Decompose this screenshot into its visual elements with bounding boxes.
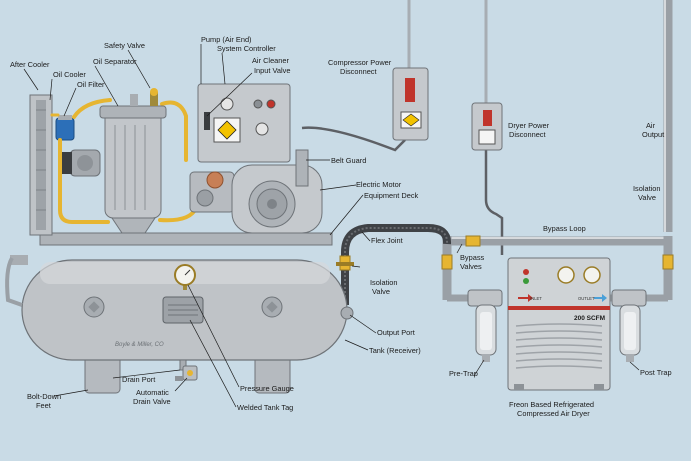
- label-oil-separator: Oil Separator: [93, 57, 137, 66]
- refrigerated-air-dryer: INLET OUTLET 200 SCFM: [507, 257, 611, 391]
- label-belt-guard: Belt Guard: [331, 156, 366, 165]
- oil-separator: [99, 105, 167, 234]
- post-trap: [611, 289, 647, 362]
- label-bolt-down-2: Feet: [36, 401, 51, 410]
- label-isolation-valve-left-1: Isolation: [370, 278, 398, 287]
- label-post-trap: Post Trap: [640, 368, 672, 377]
- automatic-drain-valve: [175, 359, 198, 381]
- pump-air-end: [189, 171, 235, 213]
- label-dryer-1: Freon Based Refrigerated: [509, 400, 594, 409]
- label-air-output-2: Output: [642, 130, 664, 139]
- pre-trap: [467, 289, 503, 362]
- label-bypass-loop: Bypass Loop: [543, 224, 586, 233]
- leader-lines: [23, 44, 640, 408]
- label-compressor-power-1: Compressor Power: [328, 58, 392, 67]
- labels: After Cooler Oil Cooler Oil Filter Oil S…: [10, 35, 672, 418]
- tank-stamp: Boyle & Miller, CO: [115, 342, 164, 348]
- label-pre-trap: Pre-Trap: [449, 369, 478, 378]
- bolt-down-foot-left: [84, 354, 121, 394]
- label-bypass-valves-2: Valves: [460, 262, 482, 271]
- bypass-valve-top: [465, 235, 481, 247]
- label-tank-receiver: Tank (Receiver): [369, 346, 421, 355]
- safety-valve: [130, 88, 158, 106]
- equipment-deck: [39, 232, 333, 246]
- belt-guard: [295, 149, 309, 187]
- dryer-rating: 200 SCFM: [574, 315, 605, 322]
- label-compressor-power-2: Disconnect: [340, 67, 377, 76]
- label-automatic-drain-1: Automatic: [136, 388, 169, 397]
- isolation-valve-left: [336, 255, 354, 271]
- label-system-controller: System Controller: [217, 44, 276, 53]
- label-bolt-down-1: Bolt-Down: [27, 392, 61, 401]
- label-isolation-valve-right-1: Isolation: [633, 184, 661, 193]
- label-isolation-valve-left-2: Valve: [372, 287, 390, 296]
- label-air-cleaner-2: Input Valve: [254, 66, 290, 75]
- label-welded-tank-tag: Welded Tank Tag: [237, 403, 293, 412]
- label-isolation-valve-right-2: Valve: [638, 193, 656, 202]
- dryer-inlet-label: INLET: [530, 296, 542, 301]
- label-pressure-gauge: Pressure Gauge: [240, 384, 294, 393]
- dryer-power-disconnect: [471, 102, 503, 151]
- system-controller: [197, 83, 291, 163]
- label-safety-valve: Safety Valve: [104, 41, 145, 50]
- air-cleaner: [204, 112, 210, 130]
- isolation-valve-right: [662, 254, 674, 270]
- label-oil-filter: Oil Filter: [77, 80, 105, 89]
- label-drain-port: Drain Port: [122, 375, 155, 384]
- dryer-power-cable: [484, 150, 504, 255]
- label-electric-motor: Electric Motor: [356, 180, 402, 189]
- oil-cooler-fan: [62, 149, 101, 177]
- after-cooler: [29, 94, 53, 236]
- oil-filter: [55, 115, 75, 141]
- label-automatic-drain-2: Drain Valve: [133, 397, 171, 406]
- pressure-gauge: [174, 264, 196, 290]
- compressor-power-disconnect: [392, 67, 429, 141]
- label-flex-joint: Flex Joint: [371, 236, 403, 245]
- bypass-valve-left: [441, 254, 453, 270]
- electric-motor: [231, 164, 323, 234]
- label-output-port: Output Port: [377, 328, 415, 337]
- output-port: [340, 306, 354, 320]
- label-dryer-2: Compressed Air Dryer: [517, 409, 590, 418]
- dryer-outlet-label: OUTLET: [578, 296, 595, 301]
- compressor-power-cable: [301, 126, 406, 152]
- label-pump-air-end: Pump (Air End): [201, 35, 252, 44]
- label-bypass-valves-1: Bypass: [460, 253, 485, 262]
- label-air-output-1: Air: [646, 121, 656, 130]
- label-equipment-deck: Equipment Deck: [364, 191, 419, 200]
- label-air-cleaner-1: Air Cleaner: [252, 56, 290, 65]
- label-dryer-power-2: Disconnect: [509, 130, 546, 139]
- label-oil-cooler: Oil Cooler: [53, 70, 86, 79]
- label-dryer-power-1: Dryer Power: [508, 121, 550, 130]
- label-after-cooler: After Cooler: [10, 60, 50, 69]
